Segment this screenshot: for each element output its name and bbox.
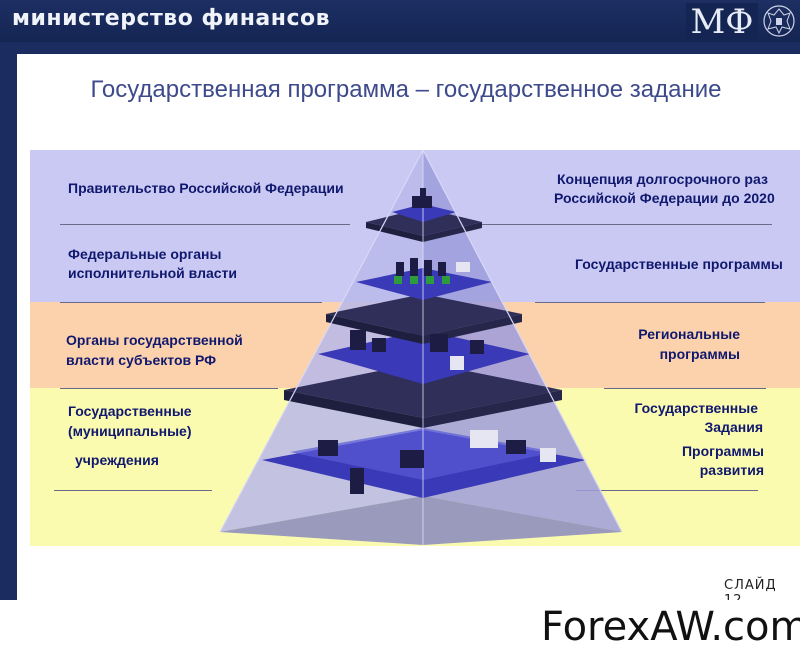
pyramid-slab-edge — [284, 390, 423, 428]
label-federal-line2: исполнительной власти — [68, 265, 238, 281]
slide-title: Государственная программа – государствен… — [90, 76, 722, 103]
ministry-logo: МФ — [686, 3, 758, 39]
label-government: Правительство Российской Федерации — [68, 180, 344, 196]
green-chairs — [394, 276, 450, 284]
label-concept-line1: Концепция долгосрочного раз — [557, 171, 768, 187]
pyramid-slab-edge — [423, 222, 482, 242]
pyramid-slab-edge — [326, 314, 423, 344]
coat-of-arms-icon — [763, 5, 795, 37]
separator-line — [60, 388, 278, 389]
label-institutions-line2: (муниципальные) — [68, 423, 192, 439]
logo-text: МФ — [690, 3, 753, 39]
watermark-background — [510, 600, 800, 660]
label-institutions-line3: учреждения — [75, 452, 159, 468]
label-development-line2: развития — [699, 462, 764, 478]
separator-line — [576, 490, 758, 491]
separator-line — [60, 224, 350, 225]
label-regional-line1: Органы государственной — [66, 332, 243, 348]
label-regional-line2: власти субъектов РФ — [66, 352, 217, 368]
ministry-title: министерство финансов — [12, 6, 331, 31]
watermark-text: ForexAW.com — [541, 604, 800, 650]
separator-line — [480, 224, 772, 225]
label-development-line1: Программы — [681, 443, 764, 459]
separator-line — [54, 490, 212, 491]
separator-line — [60, 302, 322, 303]
separator-line — [535, 302, 765, 303]
label-tasks-line2: Задания — [704, 419, 763, 435]
office-figures — [318, 188, 556, 494]
separator-line — [604, 388, 766, 389]
label-federal-line1: Федеральные органы — [68, 246, 222, 262]
pyramid-slab-edge — [423, 390, 562, 428]
label-institutions-line1: Государственные — [68, 403, 192, 419]
pyramid-floor — [392, 204, 456, 222]
label-programs: Государственные программы — [575, 256, 783, 272]
pyramid-slab-edge — [366, 222, 423, 242]
pyramid-base — [220, 496, 622, 545]
label-regional-programs-line2: программы — [659, 346, 740, 362]
label-regional-programs-line1: Региональные — [638, 326, 740, 342]
pyramid-slab — [366, 208, 482, 236]
label-concept-line2: Российской Федерации до 2020 — [554, 190, 775, 206]
label-tasks-line1: Государственные — [634, 400, 758, 416]
pyramid-slab — [326, 294, 522, 336]
frame-top-line — [17, 42, 800, 54]
pyramid-floor — [356, 268, 492, 300]
header-bar: министерство финансов МФ — [0, 0, 800, 42]
frame-left-bar — [0, 42, 17, 600]
